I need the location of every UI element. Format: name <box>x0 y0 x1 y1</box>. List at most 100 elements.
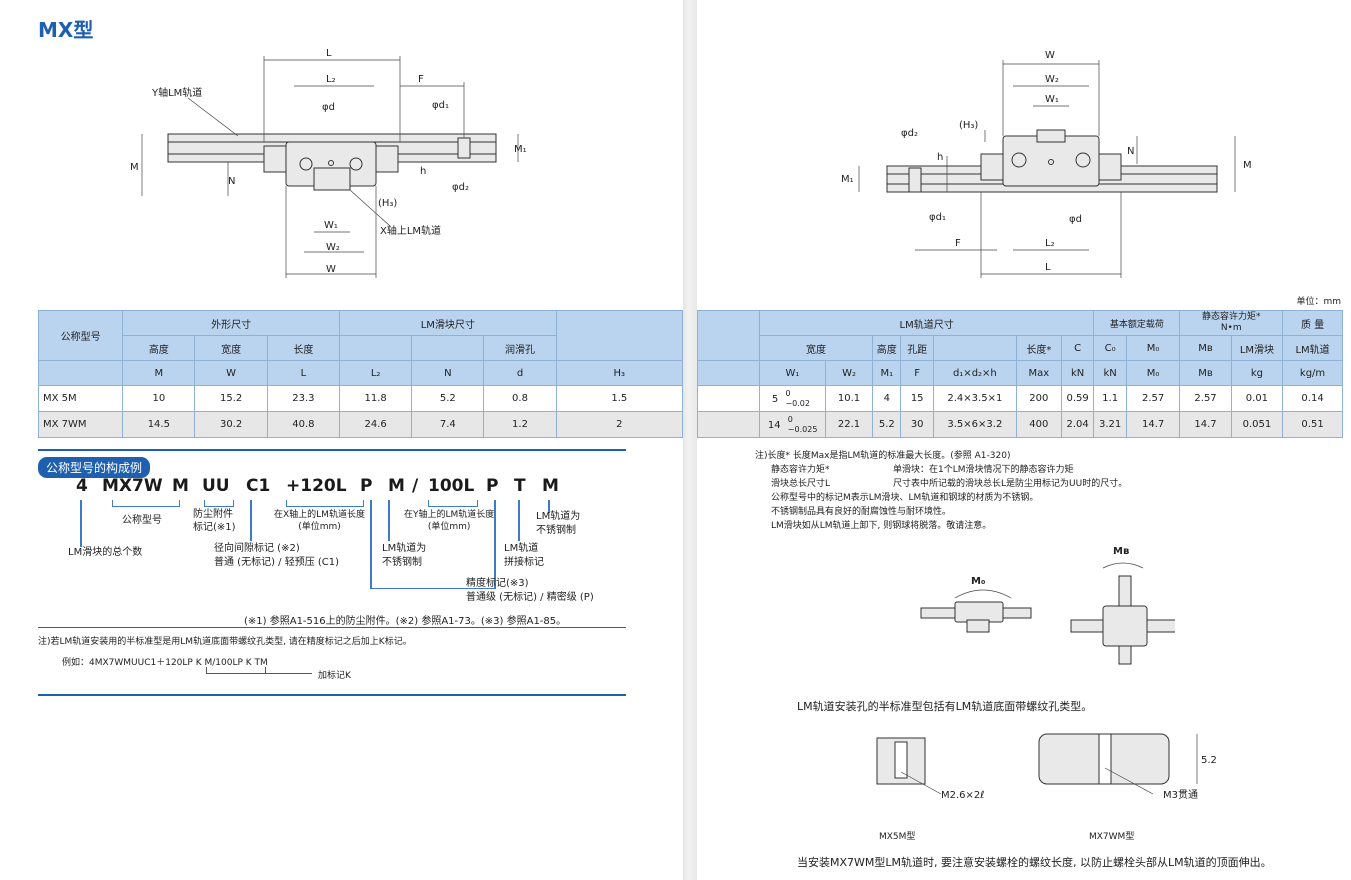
rth-sym-kg: kg <box>1230 360 1284 386</box>
rlbl-d1: φd₁ <box>929 212 946 223</box>
rth-sym-m1: M₁ <box>872 360 902 386</box>
rlbl-m: M <box>1243 160 1252 171</box>
refs: (※1) 参照A1-516上的防尘附件。(※2) 参照A1-73。(※3) 参照… <box>244 616 567 627</box>
rlbl-l: L <box>1045 262 1051 273</box>
thread-heading: LM轨道安装孔的半标准型包括有LM轨道底面带螺纹孔类型。 <box>797 700 1093 713</box>
lbl-clearance: 径向间隙标记 (※2) 普通 (无标记) / 轻预压 (C1) <box>214 543 340 568</box>
table-row: MX 5M 10 15.2 23.3 11.8 5.2 0.8 1.5 <box>37 385 683 412</box>
rlbl-w1: W₁ <box>1045 94 1059 105</box>
right-page: W W₂ W₁ (H₃) φd₂ h N M M₁ φd₁ φd F L₂ L … <box>697 0 1351 880</box>
right-drawing: W W₂ W₁ (H₃) φd₂ h N M M₁ φd₁ φd F L₂ L <box>841 50 1252 278</box>
rth-width: 宽度 <box>758 335 874 361</box>
code-c1: C1 <box>246 476 271 496</box>
th-model: 公称型号 <box>37 310 124 361</box>
lbl-l: L <box>326 48 332 59</box>
lbl-seal: 防尘附件 标记(※1) <box>193 509 236 533</box>
lbl-w1: W₁ <box>324 220 338 231</box>
seal-right <box>375 145 399 173</box>
lbl-mb: Mв <box>1113 546 1129 557</box>
lead-prec2 <box>494 500 496 589</box>
table-row: 5 0 −0.02 10.1 4 15 2.4×3.5×1 200 0.59 1… <box>697 385 1343 412</box>
lbl-m3: M3贯通 <box>1163 789 1198 801</box>
code-m3: M <box>542 476 559 496</box>
lbl-stainless-r: LM轨道为 不锈钢制 <box>536 511 581 536</box>
page-gutter <box>683 0 697 880</box>
rlbl-h: h <box>937 152 943 163</box>
lbl-xlen: 在X轴上的LM轨道长度 (单位mm) <box>274 510 365 532</box>
code-count: 4 <box>76 476 88 496</box>
y-rail-top <box>1036 129 1066 143</box>
note-r5: 不锈钢制品具有良好的耐腐蚀性与耐环境性。 <box>771 507 952 517</box>
x-rail <box>313 167 351 191</box>
th-width: 宽度 <box>194 335 268 361</box>
th-sym-h3: H₃ <box>555 360 683 386</box>
rlbl-l2: L₂ <box>1045 238 1055 249</box>
rth-c: C <box>1060 335 1095 361</box>
th-length: 长度 <box>266 335 340 361</box>
thread-drawings: M2.6×2ℓ M3贯通 5.2 <box>876 733 1217 801</box>
note-r3v: 尺寸表中所记载的滑块总长L是防尘用标记为UU时的尺寸。 <box>893 479 1128 489</box>
rth-railmass: LM轨道 <box>1282 335 1343 361</box>
rth-cont <box>697 310 760 361</box>
left-drawing: L L₂ F Y轴LM轨道 φd φd₁ M₁ M N h φd₂ (H₃) W… <box>130 48 527 278</box>
code-ylen: 100L <box>428 476 475 496</box>
table-row: 14 0 −0.025 22.1 5.2 30 3.5×6×3.2 400 2.… <box>697 411 1343 438</box>
rlbl-d2: φd₂ <box>901 128 918 139</box>
lbl-52: 5.2 <box>1201 755 1217 766</box>
th-empty2 <box>411 335 485 361</box>
lbl-h: h <box>420 166 426 177</box>
rth-moment: 静态容许力矩* N•m <box>1179 310 1284 336</box>
rth-rail: LM轨道尺寸 <box>758 310 1095 336</box>
lbl-f: F <box>418 74 424 85</box>
th-sym-n: N <box>411 360 485 386</box>
rth-sym-f: F <box>900 360 934 386</box>
code-xlen: +120L <box>286 476 347 496</box>
note-r3k: 滑块总长尺寸L <box>771 479 831 489</box>
rlbl-f: F <box>955 238 961 249</box>
th-sym-d: d <box>483 360 557 386</box>
left-page: MX型 L L₂ F Y <box>37 18 683 696</box>
lead-ylen <box>428 500 478 507</box>
lead-ss2 <box>548 500 550 513</box>
lbl-w2: W₂ <box>326 242 340 253</box>
lbl-yrail: Y轴LM轨道 <box>151 86 202 99</box>
config-badge: 公称型号的构成例 <box>38 457 151 478</box>
rth-sym-cont <box>697 360 760 386</box>
rth-dd <box>932 335 1017 361</box>
rlbl-w: W <box>1045 50 1055 61</box>
rth-sym-dd: d₁×d₂×h <box>932 360 1017 386</box>
rlbl-m1: M₁ <box>841 174 854 185</box>
th-sym-l: L <box>266 360 340 386</box>
th-blank <box>555 310 683 361</box>
lbl-m1: M₁ <box>514 144 527 155</box>
lead-clear <box>250 500 252 541</box>
rth-sym-kn1: kN <box>1060 360 1095 386</box>
rth-mb: Mв <box>1179 335 1232 361</box>
rth-sym-m0: M₀ <box>1125 360 1181 386</box>
example-lead <box>264 673 312 674</box>
seal-l-r <box>980 153 1004 181</box>
cap-mx5: MX5M型 <box>879 832 916 842</box>
lead-prec <box>370 500 372 589</box>
rth-m0: M₀ <box>1125 335 1181 361</box>
rth-sym-kn2: kN <box>1093 360 1127 386</box>
lbl-l2: L₂ <box>326 74 336 85</box>
note-r2k: 静态容许力矩* <box>771 465 830 475</box>
rth-sym-max: Max <box>1015 360 1062 386</box>
rlbl-d: φd <box>1069 214 1082 225</box>
rth-height: 高度 <box>872 335 902 361</box>
lbl-joint: LM轨道 拼接标记 <box>504 543 544 568</box>
rth-load: 基本额定载荷 <box>1093 310 1181 336</box>
mb-stem <box>1118 645 1132 665</box>
lbl-n: N <box>228 176 235 187</box>
th-sym-blank <box>37 360 124 386</box>
rth-sym-w2: W₂ <box>824 360 874 386</box>
rth-sym-kgm: kg/m <box>1282 360 1343 386</box>
th-sym-l2: L₂ <box>338 360 413 386</box>
lbl-xrail: X轴上LM轨道 <box>380 224 441 237</box>
lbl-d: φd <box>322 102 335 113</box>
lead-joint <box>518 500 520 541</box>
spec-table-right: LM轨道尺寸 基本额定载荷 静态容许力矩* N•m 质 量 宽度 高度 孔距 长… <box>697 310 1343 438</box>
block-r <box>1002 135 1100 187</box>
seal-left <box>263 145 287 173</box>
